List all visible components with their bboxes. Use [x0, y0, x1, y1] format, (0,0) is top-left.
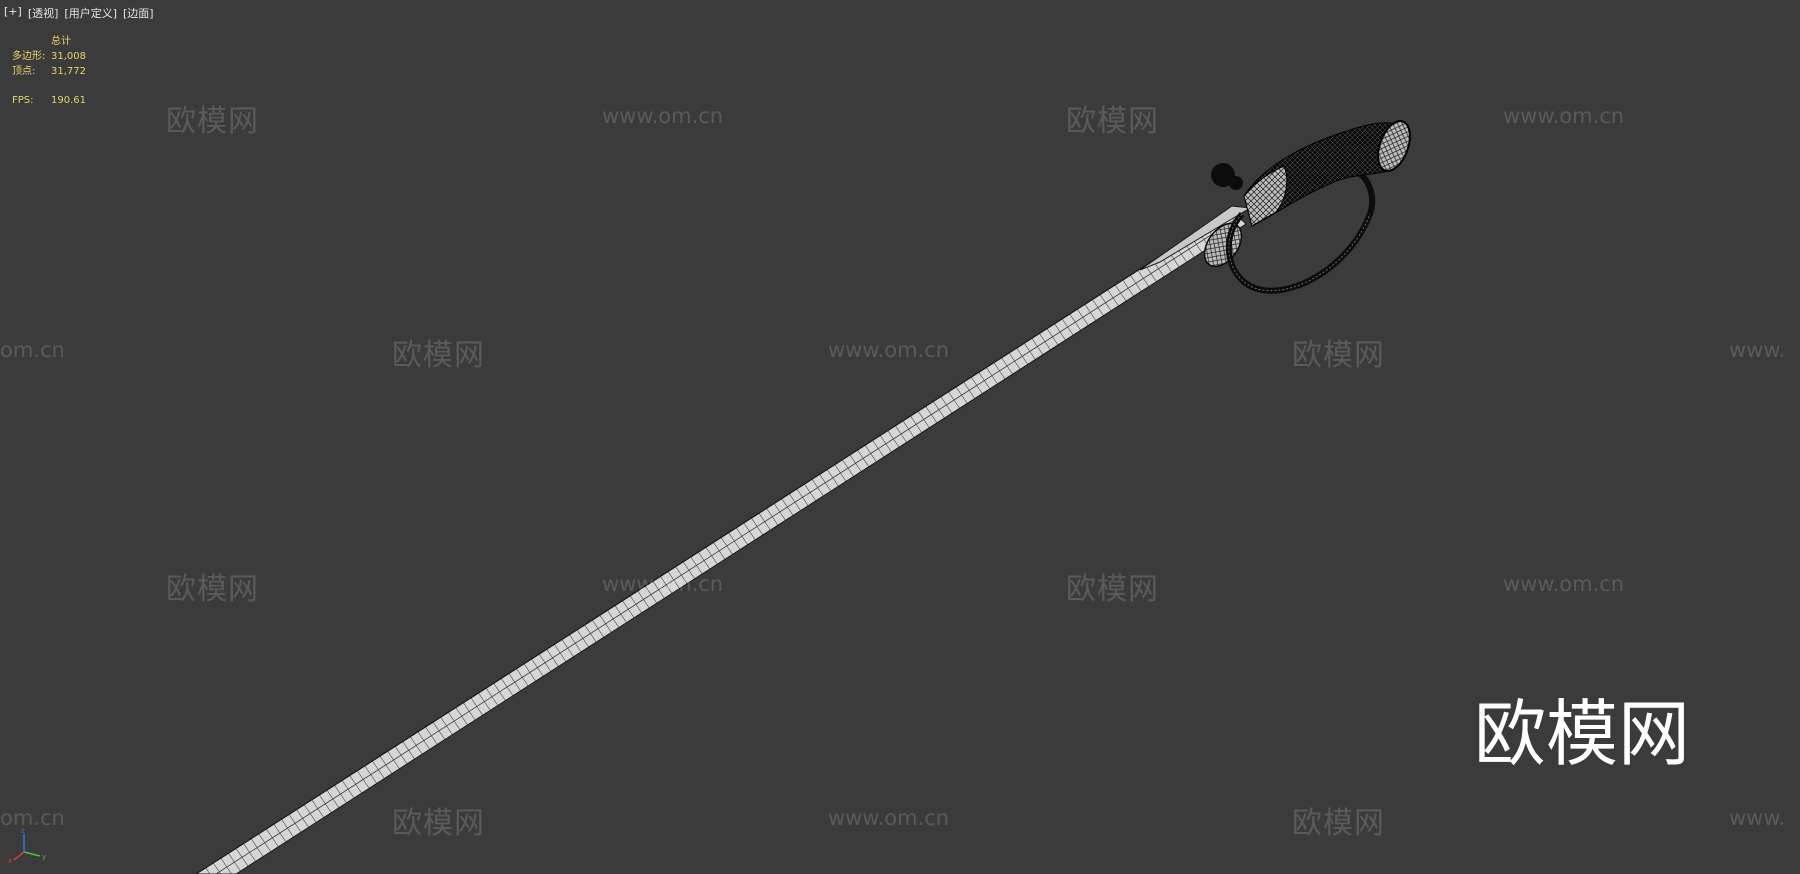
viewport-view-menu[interactable]: [透视] — [27, 7, 59, 20]
axis-z-label: z — [21, 827, 25, 835]
stats-polygons-label: 多边形: — [12, 51, 46, 62]
viewport-plus-menu[interactable]: [+] — [4, 5, 22, 18]
stats-header: 总计 — [51, 36, 71, 47]
sword-guard — [1203, 163, 1376, 294]
stats-vertices-value: 31,772 — [51, 66, 86, 77]
sword-grip — [1243, 120, 1411, 227]
stats-polygons-value: 31,008 — [51, 51, 86, 62]
stats-fps-row: FPS: 190.61 — [12, 93, 86, 108]
stats-fps-label: FPS: — [12, 95, 34, 106]
stats-fps-value: 190.61 — [51, 95, 86, 106]
axis-gizmo-icon: x y z — [8, 827, 46, 864]
stats-polygons-row: 多边形: 31,008 — [12, 49, 86, 64]
scene-statistics: 总计 多边形: 31,008 顶点: 31,772 FPS: 190.61 — [12, 34, 86, 108]
watermark-logo-large: 欧模网 — [1474, 692, 1691, 776]
axis-x-label: x — [8, 857, 12, 864]
sword-blade — [195, 205, 1252, 874]
axis-y-label: y — [42, 853, 46, 861]
viewport-display-mode-menu[interactable]: [边面] — [123, 7, 154, 20]
viewport-shading-preset-menu[interactable]: [用户定义] — [64, 7, 117, 20]
stats-vertices-row: 顶点: 31,772 — [12, 64, 86, 79]
stats-vertices-label: 顶点: — [12, 66, 36, 77]
viewport-label-menu: [+] [透视] [用户定义] [边面] — [4, 5, 154, 21]
